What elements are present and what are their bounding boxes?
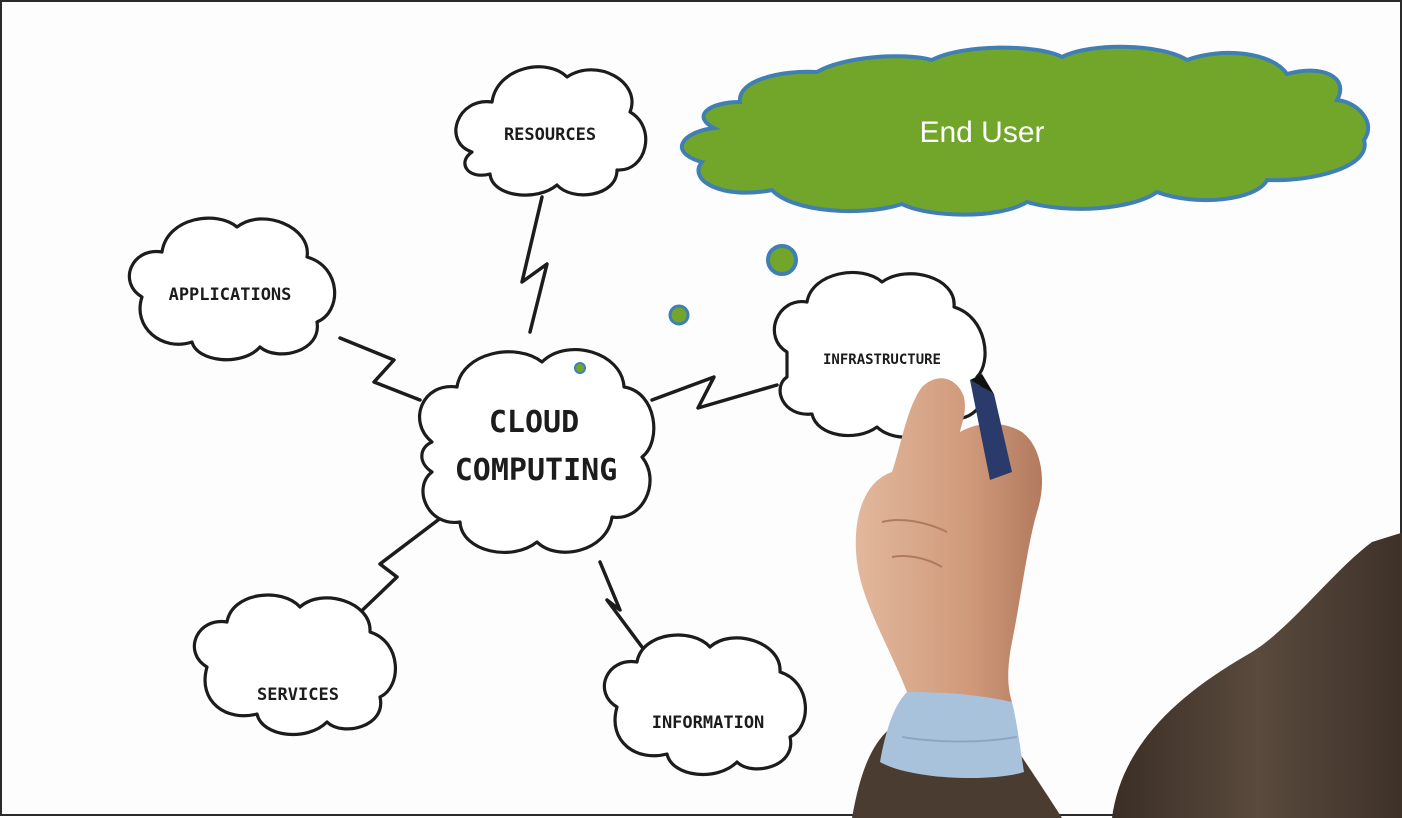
connector-applications	[338, 336, 422, 402]
sketch-clouds	[128, 65, 987, 777]
cloud-center-shape	[418, 347, 656, 554]
node-label-infrastructure: INFRASTRUCTURE	[823, 352, 941, 368]
cloud-services-shape	[193, 593, 398, 737]
thought-bubble-small	[574, 362, 586, 374]
connector-services	[348, 515, 444, 624]
callout-label: End User	[919, 116, 1044, 149]
connector-infrastructure	[650, 375, 779, 410]
center-label-line1: CLOUD	[489, 405, 579, 440]
person-illustration	[852, 374, 1402, 818]
node-label-resources: RESOURCES	[504, 125, 596, 145]
shirt-cuff	[880, 691, 1024, 778]
connectors	[338, 195, 779, 649]
cloud-information-shape	[603, 633, 808, 777]
suit-arm	[1112, 532, 1402, 818]
shirt-cuff-line	[901, 736, 1018, 743]
cloud-resources-shape	[454, 65, 648, 197]
connector-information	[598, 560, 644, 649]
marker	[970, 380, 1012, 480]
end-user-callout: End User	[574, 44, 1371, 374]
node-label-information: INFORMATION	[652, 713, 765, 733]
thought-bubble-large	[766, 244, 798, 276]
knuckle-lines	[881, 519, 948, 568]
connector-resources	[520, 195, 549, 334]
node-label-services: SERVICES	[257, 685, 339, 705]
thought-bubble-medium	[668, 304, 690, 326]
cloud-applications-shape	[128, 216, 337, 362]
center-label-line2: COMPUTING	[455, 453, 618, 488]
node-label-applications: APPLICATIONS	[169, 285, 292, 305]
callout-cloud-shape	[679, 44, 1371, 217]
marker-tip	[970, 374, 994, 394]
